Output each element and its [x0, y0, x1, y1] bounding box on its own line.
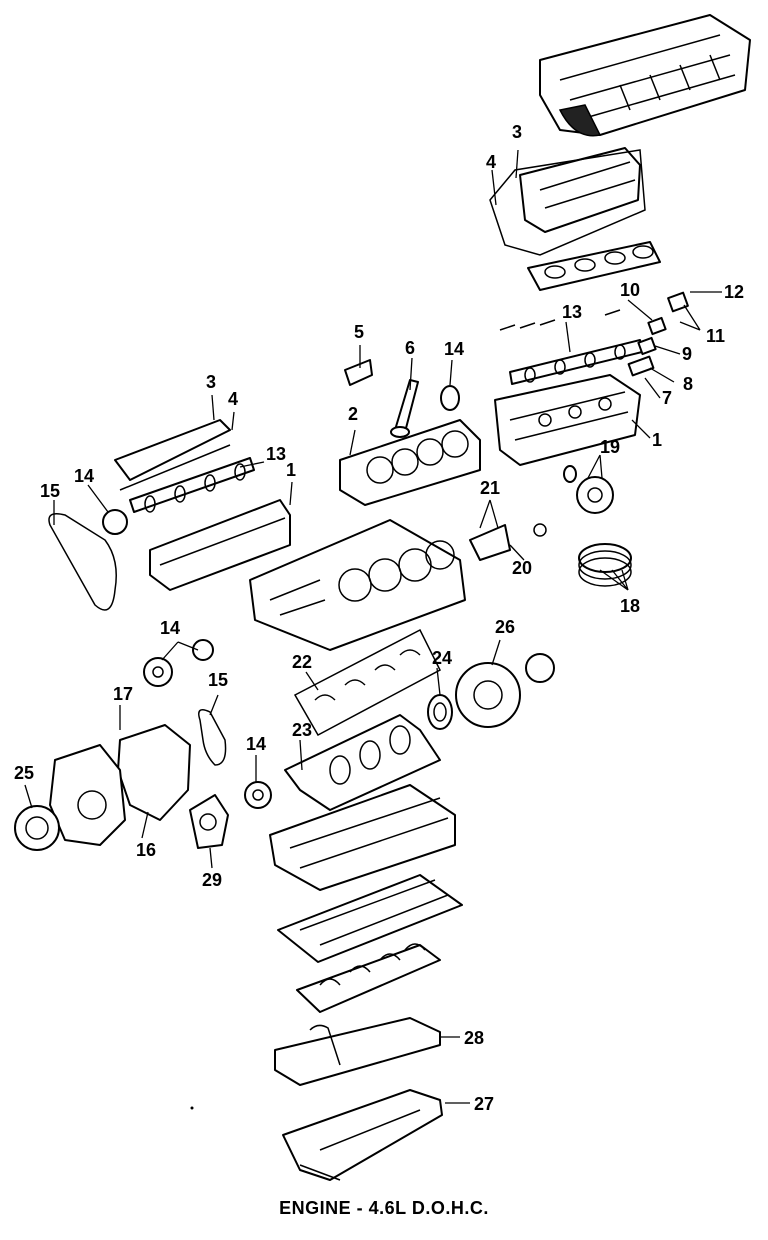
bolt-5: [344, 359, 373, 386]
engine-block: [249, 519, 466, 651]
callout-4-top: 4: [486, 152, 496, 172]
valve-springs: [627, 291, 689, 377]
callout-1-right: 1: [652, 430, 662, 450]
stray-dot: [190, 1106, 194, 1110]
intake-manifold: [539, 14, 751, 137]
callout-4-left: 4: [228, 389, 238, 409]
callout-21: 21: [480, 478, 500, 498]
main-caps: [296, 943, 441, 1013]
callout-5: 5: [354, 322, 364, 342]
timing-chain-lower: [198, 709, 227, 766]
bolt-6: [390, 379, 419, 438]
callout-15-mid: 15: [208, 670, 228, 690]
water-pump: [469, 523, 547, 561]
callout-7: 7: [662, 388, 672, 408]
callout-12: 12: [724, 282, 744, 302]
front-cover-gasket: [117, 724, 191, 821]
callout-14-lower: 14: [246, 734, 266, 754]
crankshaft: [284, 714, 441, 811]
callout-20: 20: [512, 558, 532, 578]
callout-24: 24: [432, 648, 452, 668]
callout-29: 29: [202, 870, 222, 890]
oil-pan-gasket: [274, 1017, 441, 1086]
callout-19: 19: [600, 437, 620, 457]
callout-14-mid: 14: [160, 618, 180, 638]
seal-14-top: [440, 385, 460, 411]
crank-seal: [427, 694, 453, 730]
head-gasket: [339, 419, 481, 506]
cylinder-head-right: [494, 374, 641, 466]
callout-11: 11: [706, 326, 725, 346]
callout-15-left: 15: [40, 481, 60, 501]
callout-9: 9: [682, 344, 692, 364]
piston-rings: [578, 543, 632, 587]
callout-13-right: 13: [562, 302, 582, 322]
idler-pulley-14: [143, 639, 214, 687]
callout-16: 16: [136, 840, 156, 860]
callout-17: 17: [113, 684, 133, 704]
callout-18: 18: [620, 596, 640, 616]
intake-gasket: [527, 241, 661, 291]
camshaft-sprocket: [102, 509, 128, 535]
callout-3-left: 3: [206, 372, 216, 392]
camshaft-right: [509, 339, 643, 385]
oil-pump: [189, 794, 229, 849]
callout-13-left: 13: [266, 444, 286, 464]
diagram-caption: ENGINE - 4.6L D.O.H.C.: [279, 1198, 489, 1218]
crank-pulley: [14, 805, 60, 851]
cylinder-head-left: [149, 499, 291, 591]
callout-labels: 3 4 10 12 11 13 9 8 7 1 5 6 14 2 3 4 13 …: [14, 122, 744, 1114]
pulley-19: [563, 465, 614, 514]
callout-14-left: 14: [74, 466, 94, 486]
camshaft-left: [129, 457, 255, 513]
callout-6: 6: [405, 338, 415, 358]
callout-14-top: 14: [444, 339, 464, 359]
bedplate: [269, 784, 456, 891]
timing-chain: [48, 513, 117, 611]
pulley-14-lower: [244, 781, 272, 809]
callout-10: 10: [620, 280, 640, 300]
callout-22: 22: [292, 652, 312, 672]
oil-pan-spacer: [277, 874, 463, 963]
valve-cover-right: [489, 147, 646, 256]
callout-26: 26: [495, 617, 515, 637]
front-cover: [49, 744, 126, 846]
callout-1-left: 1: [286, 460, 296, 480]
callout-8: 8: [683, 374, 693, 394]
rocker-arms: [499, 309, 621, 331]
leader-lines: [24, 149, 722, 1104]
callout-25: 25: [14, 763, 34, 783]
callout-23: 23: [292, 720, 312, 740]
callout-27: 27: [474, 1094, 494, 1114]
main-bearings: [293, 628, 441, 737]
callout-28: 28: [464, 1028, 484, 1048]
callout-3-top: 3: [512, 122, 522, 142]
oil-pan: [282, 1089, 443, 1181]
flexplate: [455, 653, 555, 728]
callout-2: 2: [348, 404, 358, 424]
timing-cover-upper: [114, 419, 231, 491]
